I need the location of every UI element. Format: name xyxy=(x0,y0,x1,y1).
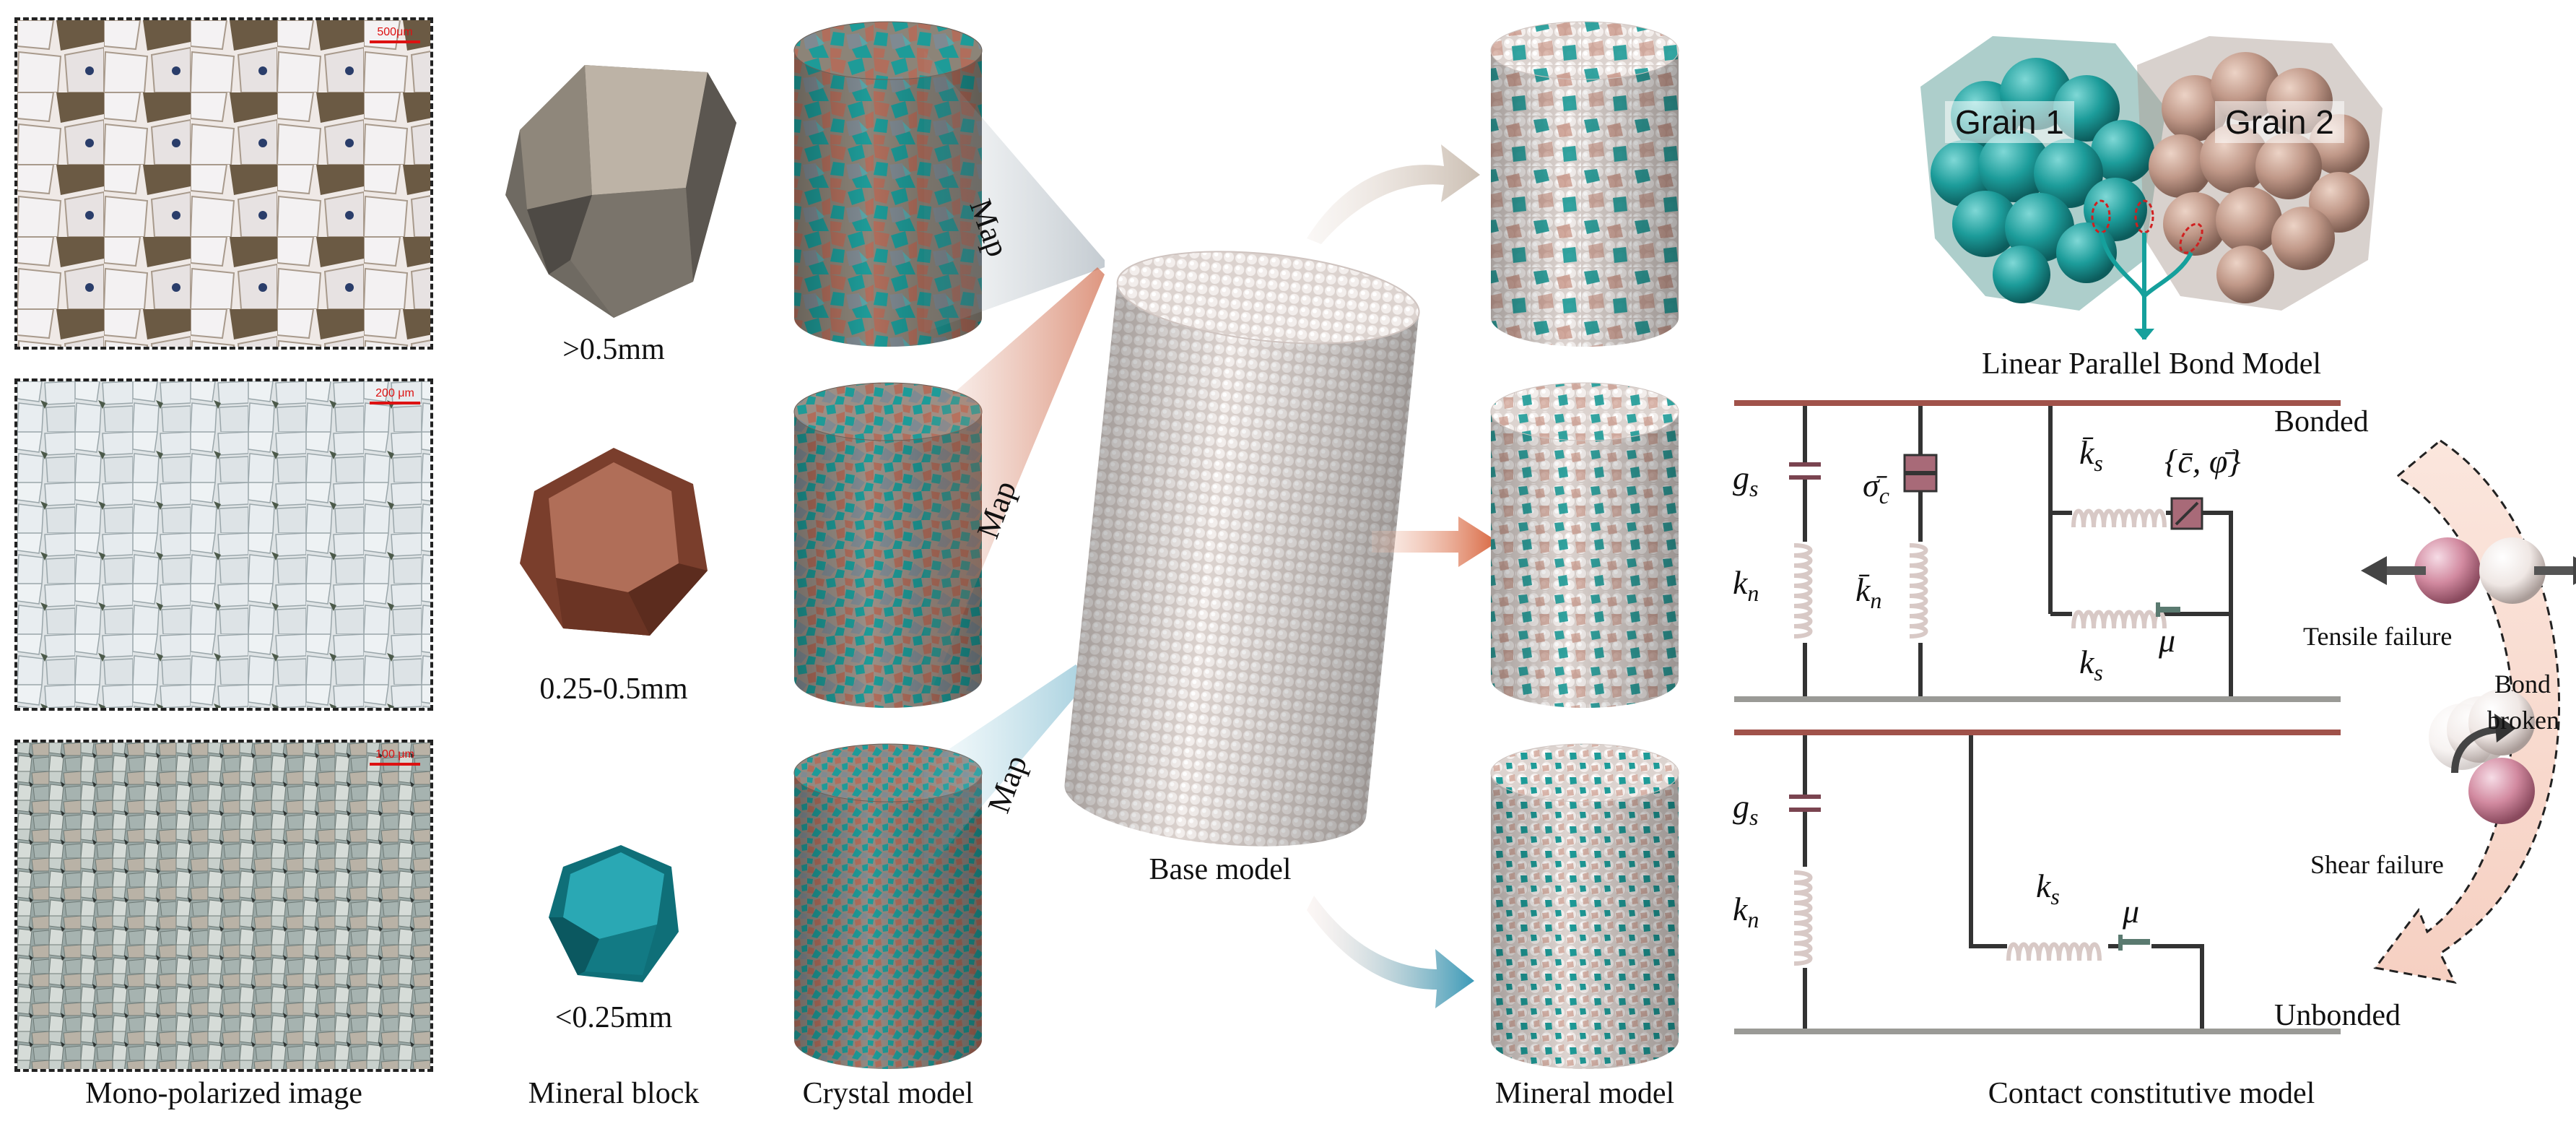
thin-section-image-3: 100 μm xyxy=(14,740,433,1072)
gs-symbol-bonded: gs xyxy=(1733,459,1759,502)
caption-base-model: Base model xyxy=(1149,853,1292,886)
c-phi-symbol: {c̄, φ̄} xyxy=(2164,443,2241,480)
gs-symbol-unbonded: gs xyxy=(1733,788,1759,831)
thin-section-texture-3 xyxy=(17,743,430,1069)
kbar-n-symbol: k̄n xyxy=(1855,571,1882,614)
gs-dashpot-lower xyxy=(1789,475,1821,480)
arrow-to-mineral-2 xyxy=(1372,516,1498,567)
mineral-model-1 xyxy=(1490,21,1679,347)
kbar-n-spring xyxy=(1910,545,1926,636)
sigma-c-symbol: σ̄c xyxy=(1863,467,1889,509)
scale-bar-2: 200 μm xyxy=(370,387,420,404)
mu-symbol-bonded: μ xyxy=(2159,622,2176,659)
unbonded-bottom-plate xyxy=(1734,1029,2341,1034)
bond-broken-label-2: broken xyxy=(2487,706,2559,735)
scale-bar-1: 500μm xyxy=(370,26,420,43)
mineral-model-2 xyxy=(1490,382,1679,708)
mineral-block-medium xyxy=(520,448,708,636)
mineral-block-large xyxy=(505,65,736,318)
kn-spring-unbonded xyxy=(1794,873,1811,964)
scale-bar-3: 100 μm xyxy=(370,748,420,766)
gs-dashpot-upper-unbonded xyxy=(1789,795,1821,799)
block-size-large: >0.5mm xyxy=(562,333,665,366)
ks-spring-unbonded xyxy=(2009,945,2099,961)
kbar-s-spring xyxy=(2074,511,2164,528)
bond-contact-2 xyxy=(2134,199,2154,234)
kbar-s-symbol: k̄s xyxy=(2079,434,2103,477)
grain-2-balls xyxy=(2149,52,2370,303)
bond-contact-1 xyxy=(2091,199,2111,234)
mineral-block-small xyxy=(549,845,679,982)
arrow-to-mineral-3 xyxy=(1307,896,1474,1008)
caption-mono-polarized: Mono-polarized image xyxy=(85,1077,362,1110)
grain-2-label: Grain 2 xyxy=(2215,101,2344,143)
block-size-small: <0.25mm xyxy=(554,1001,673,1034)
ks-symbol-unbonded: ks xyxy=(2036,867,2060,910)
scale-bar-label-3: 100 μm xyxy=(375,748,414,761)
scale-bar-label-1: 500μm xyxy=(377,26,413,38)
unbonded-label: Unbonded xyxy=(2274,999,2401,1032)
kn-spring-bonded xyxy=(1794,545,1811,636)
kn-symbol-unbonded: kn xyxy=(1733,891,1759,933)
base-model-cylinder xyxy=(1064,251,1420,847)
shear-failure-graphic xyxy=(2429,689,2535,824)
map-beams xyxy=(924,51,1105,874)
caption-mineral-model: Mineral model xyxy=(1494,1077,1675,1110)
bonded-top-plate xyxy=(1734,400,2341,406)
caption-mineral-block: Mineral block xyxy=(528,1077,700,1110)
block-size-medium: 0.25-0.5mm xyxy=(539,672,688,706)
caption-contact-model: Contact constitutive model xyxy=(1988,1077,2315,1110)
ks-symbol-bonded: ks xyxy=(2079,644,2103,686)
gs-dashpot-lower-unbonded xyxy=(1789,808,1821,812)
tensile-failure-graphic xyxy=(2361,537,2576,604)
mineral-model-3 xyxy=(1490,743,1679,1069)
friction-slider-unbonded xyxy=(2118,935,2150,951)
ks-spring-bonded xyxy=(2074,613,2164,629)
shear-failure-label: Shear failure xyxy=(2310,850,2444,879)
thin-section-image-1: 500μm xyxy=(14,17,433,350)
grain-clusters xyxy=(1920,36,2383,339)
unbonded-top-plate xyxy=(1734,730,2341,735)
thin-section-texture-1 xyxy=(17,20,430,347)
scale-bar-label-2: 200 μm xyxy=(375,387,414,399)
mu-symbol-unbonded: μ xyxy=(2123,893,2140,930)
thin-section-image-2: 200 μm xyxy=(14,378,433,711)
gs-dashpot-upper xyxy=(1789,462,1821,467)
bond-broken-label-1: Bond xyxy=(2494,670,2551,698)
grain-1-label: Grain 1 xyxy=(1945,101,2074,143)
thin-section-texture-2 xyxy=(17,381,430,708)
arrow-to-mineral-1 xyxy=(1307,144,1480,244)
constitutive-diagram xyxy=(1734,400,2576,1034)
bonded-label: Bonded xyxy=(2274,405,2369,438)
bonded-bottom-plate xyxy=(1734,696,2341,702)
friction-slider-bonded xyxy=(2156,602,2180,617)
caption-crystal-model: Crystal model xyxy=(802,1077,974,1110)
kn-symbol-bonded: kn xyxy=(1733,564,1759,607)
bond-contact-3 xyxy=(2179,222,2203,254)
tensile-failure-label: Tensile failure xyxy=(2303,622,2453,651)
bond-model-title: Linear Parallel Bond Model xyxy=(1981,347,2322,381)
